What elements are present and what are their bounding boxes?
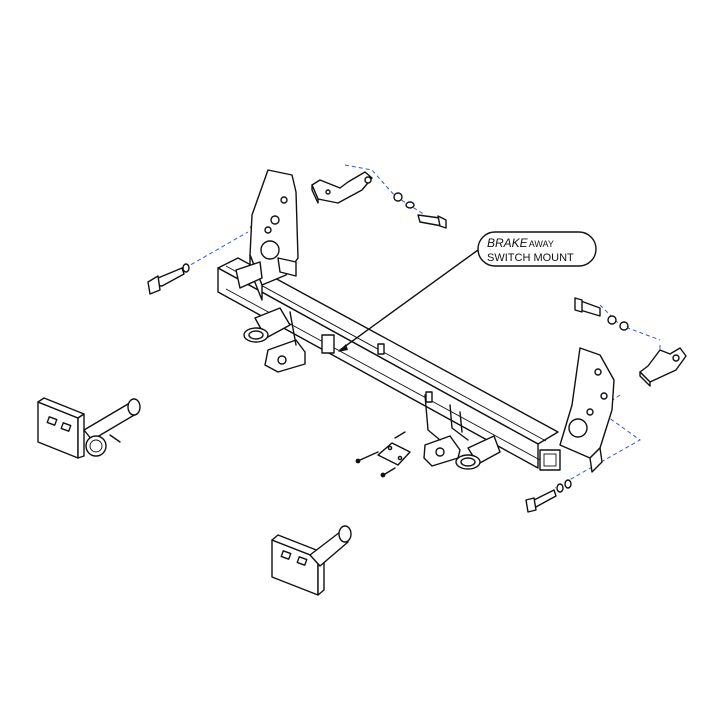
callout-box [477, 231, 597, 267]
callout-leader-line [339, 249, 479, 351]
brake-word: BRAKE [487, 236, 529, 250]
callout-line-1: BRAKEAWAY [487, 236, 554, 250]
hardware-right-bottom [525, 479, 572, 513]
left-receiver-lug [243, 307, 306, 373]
upper-clevis-bracket [311, 171, 373, 204]
away-word: AWAY [529, 239, 554, 249]
right-frame-bracket [539, 347, 615, 473]
brakeaway-switch-plate [355, 431, 411, 478]
right-clevis-bracket [639, 347, 687, 387]
brakeaway-callout: BRAKEAWAY SWITCH MOUNT [338, 231, 597, 352]
callout-line-2: SWITCH MOUNT [487, 252, 574, 264]
crossbar-center-tabs [321, 334, 433, 403]
tow-adapter-bottom [271, 525, 352, 596]
tow-adapter-left [37, 397, 141, 459]
hardware-top [393, 192, 447, 229]
main-crossbar [217, 257, 559, 469]
hardware-left [147, 263, 190, 295]
right-receiver-lug [423, 394, 501, 470]
hardware-right-top [574, 297, 629, 331]
left-frame-bracket [235, 169, 299, 301]
